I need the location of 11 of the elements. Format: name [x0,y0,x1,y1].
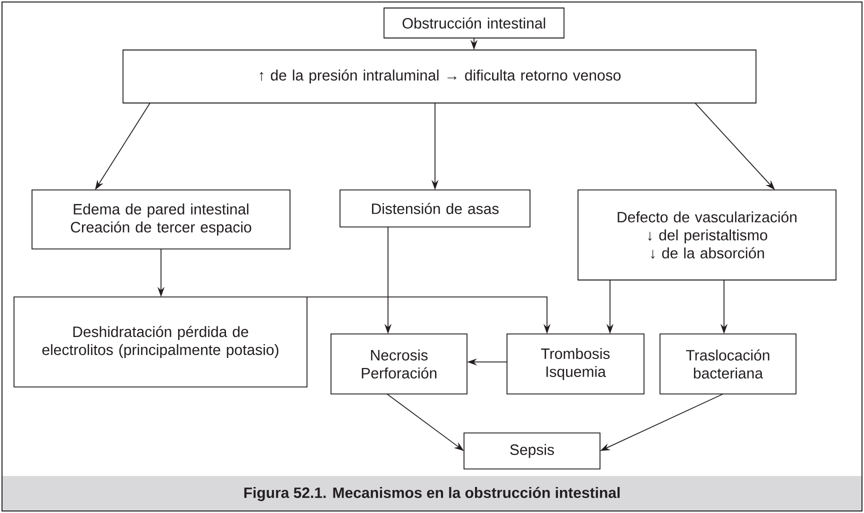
process-box: Sepsis [464,432,600,470]
process-box: Necrosis Perforación [330,334,468,394]
process-box: Distensión de asas [340,190,530,228]
process-box: Defecto de vascularización ↓ del peristaltismo ↓ de la absorción [578,190,836,280]
process-box: Traslocación bacteriana [660,334,796,394]
process-box: Trombosis Isquemia [506,334,644,394]
process-box: Obstrucción intestinal [384,8,564,38]
figure-caption: Figura 52.1. Mecanismos en la obstrucción intestinal [244,486,620,502]
process-box: ↑ de la presión intraluminal → dificulta retorno venoso [122,50,756,104]
process-box: Deshidratación pérdida de electrolitos (principalmente potasio) [14,296,308,388]
process-box: Edema de pared intestinal Creación de tercer espacio [32,190,290,250]
